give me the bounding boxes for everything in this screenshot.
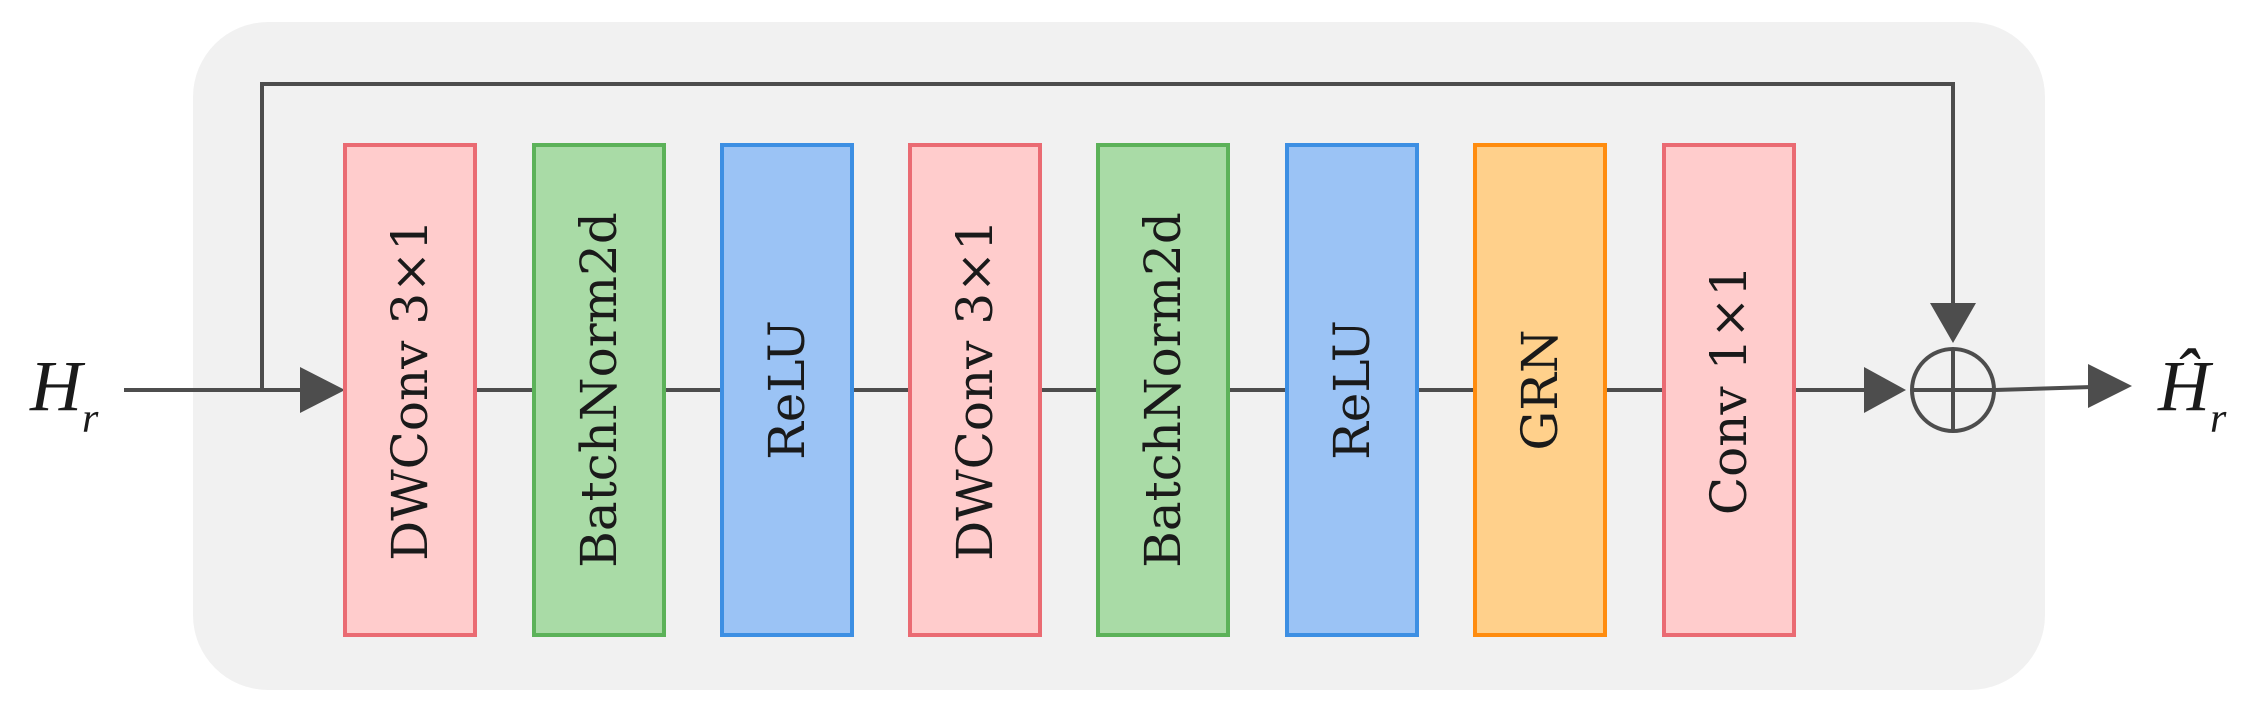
block-4-conv-box: [908, 143, 1042, 637]
block-7-grn-box: [1473, 143, 1607, 637]
input-label-main: H: [29, 346, 86, 426]
layer-blocks: DWConv 3×1 BatchNorm2d ReLU DWConv 3×1 Batch…: [343, 143, 1796, 637]
block-2-norm-box: [532, 143, 666, 637]
block-5-label: BatchNorm2d: [1134, 212, 1192, 568]
adder-arrow-head: [1864, 367, 1906, 413]
skip-connection-line: [260, 82, 1955, 390]
input-label-sub: r: [82, 396, 99, 442]
output-label-main: Ĥ: [2157, 346, 2214, 426]
block-5-norm-box: [1096, 143, 1230, 637]
input-label: Hr: [29, 346, 99, 442]
input-arrow-head: [300, 367, 345, 413]
block-4-label: DWConv 3×1: [946, 219, 1004, 561]
block-8-label: Conv 1×1: [1700, 265, 1758, 515]
output-arrow-head: [2088, 364, 2132, 408]
add-operator-icon: [1910, 347, 1996, 433]
output-label-sub: r: [2210, 396, 2227, 442]
connector-lines: [124, 82, 2093, 392]
block-7-label: GRN: [1511, 329, 1569, 450]
block-3-label: ReLU: [758, 320, 816, 460]
block-2-label: BatchNorm2d: [570, 212, 628, 568]
block-8-conv-box: [1662, 143, 1796, 637]
block-1-label: DWConv 3×1: [381, 219, 439, 561]
block-6-label: ReLU: [1323, 320, 1381, 460]
output-label: Ĥr: [2157, 346, 2227, 442]
block-6-activation-box: [1285, 143, 1419, 637]
block-1-conv-box: [343, 143, 477, 637]
skip-arrow-head: [1930, 303, 1976, 343]
output-line: [1994, 385, 2093, 392]
block-3-activation-box: [720, 143, 854, 637]
